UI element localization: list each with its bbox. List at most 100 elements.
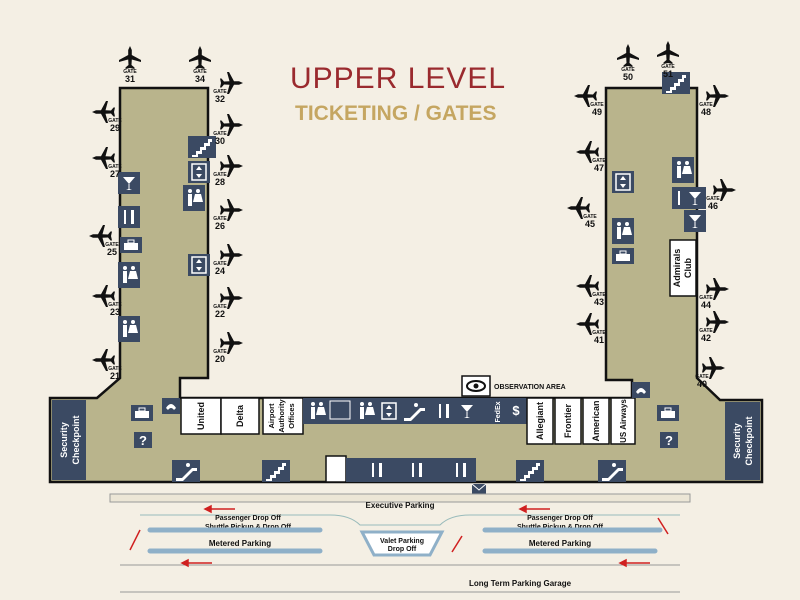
restroom-icon[interactable] bbox=[306, 398, 328, 424]
baggage-icon[interactable] bbox=[119, 236, 143, 254]
airline-counter-delta[interactable] bbox=[220, 397, 260, 435]
gate-prefix: GATE bbox=[105, 242, 119, 248]
gate-number: 23 bbox=[110, 307, 120, 317]
restroom-icon[interactable] bbox=[118, 316, 140, 342]
restaurant-icon[interactable] bbox=[118, 206, 140, 228]
long-term-parking-label: Long Term Parking Garage bbox=[469, 579, 572, 588]
airline-counter-united[interactable] bbox=[180, 397, 222, 435]
gate-prefix: GATE bbox=[621, 67, 635, 73]
restroom-icon[interactable] bbox=[118, 262, 140, 288]
gate-number: 51 bbox=[663, 69, 673, 79]
gate-number: 24 bbox=[215, 266, 225, 276]
gate-number: 32 bbox=[215, 94, 225, 104]
gate-prefix: GATE bbox=[213, 89, 227, 95]
gate-prefix: GATE bbox=[213, 304, 227, 310]
elevator-icon[interactable] bbox=[377, 399, 401, 423]
gate-prefix: GATE bbox=[695, 374, 709, 380]
admirals-club-box[interactable] bbox=[669, 239, 697, 297]
gate-number: 28 bbox=[215, 177, 225, 187]
gate-number: 21 bbox=[110, 371, 120, 381]
gate-prefix: GATE bbox=[661, 64, 675, 70]
gate-number: 25 bbox=[107, 247, 117, 257]
elevator-icon[interactable] bbox=[187, 253, 211, 277]
elevator-icon[interactable] bbox=[611, 170, 635, 194]
authority-line1: Airport bbox=[267, 403, 276, 429]
security-checkpoint-right[interactable] bbox=[725, 402, 760, 480]
computer-icon[interactable] bbox=[329, 400, 351, 420]
gate-number: 42 bbox=[701, 333, 711, 343]
gate-number: 43 bbox=[594, 297, 604, 307]
gate-number: 40 bbox=[697, 379, 707, 389]
entrance-door[interactable] bbox=[325, 455, 347, 483]
baggage-icon[interactable] bbox=[130, 404, 154, 422]
restroom-icon[interactable] bbox=[355, 398, 377, 424]
information-icon[interactable] bbox=[134, 432, 152, 448]
telephone-icon[interactable] bbox=[162, 398, 180, 414]
valet-island bbox=[359, 530, 445, 557]
airline-counter-american[interactable] bbox=[582, 397, 610, 445]
gate-prefix: GATE bbox=[592, 292, 606, 298]
escalator-icon[interactable] bbox=[598, 460, 626, 482]
airline-counter-allegiant[interactable] bbox=[526, 397, 554, 445]
stairs-icon[interactable] bbox=[516, 460, 544, 482]
gate-number: 41 bbox=[594, 335, 604, 345]
bar-icon[interactable] bbox=[684, 210, 706, 232]
escalator-icon[interactable] bbox=[172, 460, 200, 482]
telephone-icon[interactable] bbox=[632, 382, 650, 398]
restaurant-icon[interactable] bbox=[433, 400, 455, 422]
airline-label: American bbox=[591, 400, 601, 441]
bar-icon[interactable] bbox=[456, 400, 478, 422]
escalator-icon[interactable] bbox=[400, 400, 428, 422]
gate-number: 46 bbox=[708, 201, 718, 211]
bar-icon[interactable] bbox=[118, 172, 140, 194]
restroom-icon[interactable] bbox=[612, 218, 634, 244]
airline-counter-us-airways[interactable] bbox=[610, 397, 636, 445]
atm-icon[interactable] bbox=[507, 400, 525, 420]
baggage-icon[interactable] bbox=[656, 404, 680, 422]
stairs-icon[interactable] bbox=[188, 136, 216, 158]
information-icon[interactable] bbox=[660, 432, 678, 448]
observation-area-label: OBSERVATION AREA bbox=[494, 384, 566, 391]
restaurant-icon[interactable] bbox=[406, 459, 428, 481]
restaurant-icon[interactable] bbox=[450, 459, 472, 481]
metered-parking-right-label: Metered Parking bbox=[529, 539, 591, 548]
elevator-icon[interactable] bbox=[187, 160, 211, 184]
security-checkpoint-left[interactable] bbox=[52, 400, 86, 480]
authority-line2: Authority bbox=[277, 399, 286, 433]
bar-icon[interactable] bbox=[684, 187, 706, 209]
airline-counter-frontier[interactable] bbox=[554, 397, 582, 445]
airplane-icon bbox=[657, 41, 679, 64]
baggage-icon[interactable] bbox=[611, 247, 635, 265]
restroom-icon[interactable] bbox=[183, 185, 205, 211]
stairs-icon[interactable] bbox=[262, 460, 290, 482]
gate-prefix: GATE bbox=[108, 302, 122, 308]
restroom-icon[interactable] bbox=[672, 157, 694, 183]
restaurant-icon[interactable] bbox=[366, 459, 388, 481]
